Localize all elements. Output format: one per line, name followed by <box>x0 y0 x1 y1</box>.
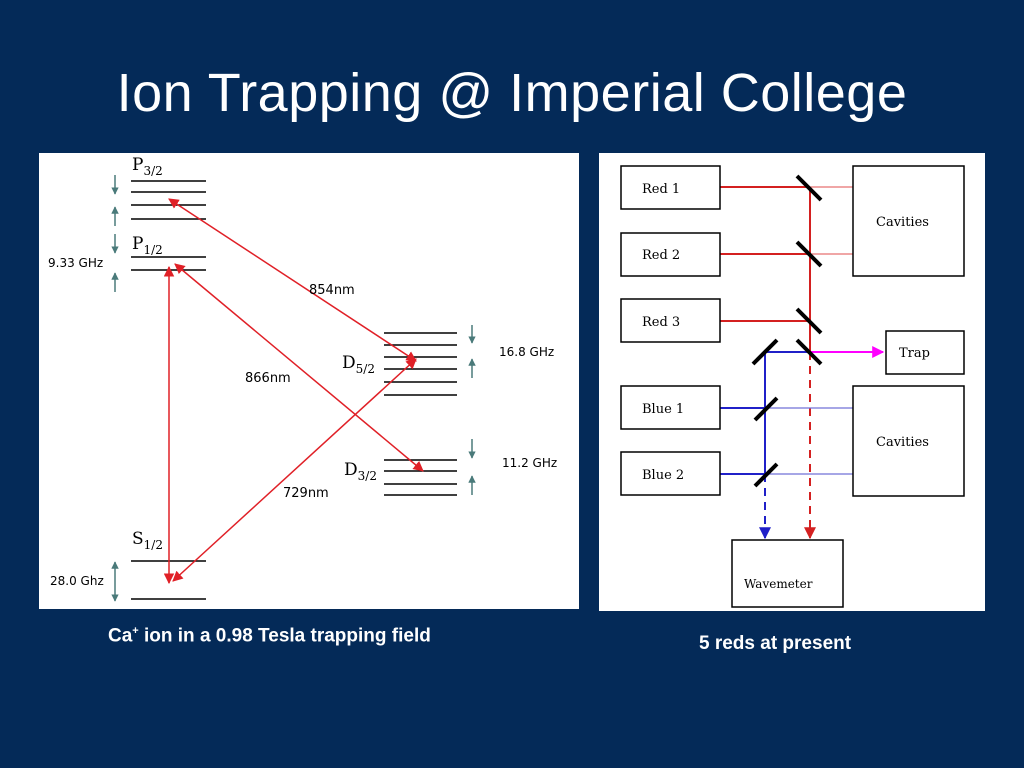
mirrors <box>751 174 823 488</box>
blue-cavity-feeds <box>767 407 853 475</box>
transition-label-854nm: 854nm <box>309 283 355 298</box>
label-p32: P3/2 <box>132 155 163 178</box>
transition-729nm-arrow <box>172 358 417 582</box>
label-s12: S1/2 <box>132 529 163 552</box>
splitting-label-d32: 11.2 GHz <box>502 456 557 470</box>
svg-text:Cavities: Cavities <box>876 215 929 230</box>
p32-sublevels <box>131 180 206 220</box>
splitting-label-p: 9.33 GHz <box>48 256 103 270</box>
svg-text:Trap: Trap <box>899 346 930 361</box>
d32-sublevels <box>384 459 457 496</box>
svg-text:Blue 1: Blue 1 <box>642 402 684 417</box>
box-wavemeter: Wavemeter <box>731 539 844 608</box>
box-blue2: Blue 2 <box>620 451 721 496</box>
transition-label-729nm: 729nm <box>283 486 329 501</box>
box-red3: Red 3 <box>620 298 721 343</box>
box-cavities-top: Cavities <box>852 165 965 277</box>
transition-label-866nm: 866nm <box>245 371 291 386</box>
splitting-label-d52: 16.8 GHz <box>499 345 554 359</box>
caption-laser-setup: 5 reds at present <box>699 633 852 654</box>
laser-setup-schematic: Red 1 Red 2 Red 3 Blue 1 Blue 2 Cavities… <box>599 153 985 611</box>
label-d32: D3/2 <box>344 460 377 483</box>
box-blue1: Blue 1 <box>620 385 721 430</box>
box-cavities-bottom: Cavities <box>852 385 965 497</box>
box-trap: Trap <box>885 330 965 375</box>
label-d52: D5/2 <box>342 353 375 376</box>
svg-text:Red 1: Red 1 <box>642 182 680 197</box>
red-beams <box>720 186 811 352</box>
svg-text:Wavemeter: Wavemeter <box>744 577 813 591</box>
box-red2: Red 2 <box>620 232 721 277</box>
transition-854nm-arrow <box>168 198 417 362</box>
svg-text:Red 3: Red 3 <box>642 315 680 330</box>
red-cavity-feeds <box>810 186 853 255</box>
label-p12: P1/2 <box>132 234 163 257</box>
transition-866nm-arrow <box>174 263 424 472</box>
box-red1: Red 1 <box>620 165 721 210</box>
blue-beams <box>720 351 810 475</box>
energy-level-diagram: P3/2 P1/2 S1/2 D5/2 D3/2 9.33 GHz 28.0 G… <box>39 153 579 609</box>
svg-text:Red 2: Red 2 <box>642 248 680 263</box>
d52-sublevels <box>384 332 457 396</box>
svg-text:Cavities: Cavities <box>876 435 929 450</box>
caption-energy-levels: Ca+ ion in a 0.98 Tesla trapping field <box>108 625 431 647</box>
svg-text:Blue 2: Blue 2 <box>642 468 684 483</box>
slide-title: Ion Trapping @ Imperial College <box>116 63 908 123</box>
splitting-label-s: 28.0 Ghz <box>50 574 104 588</box>
